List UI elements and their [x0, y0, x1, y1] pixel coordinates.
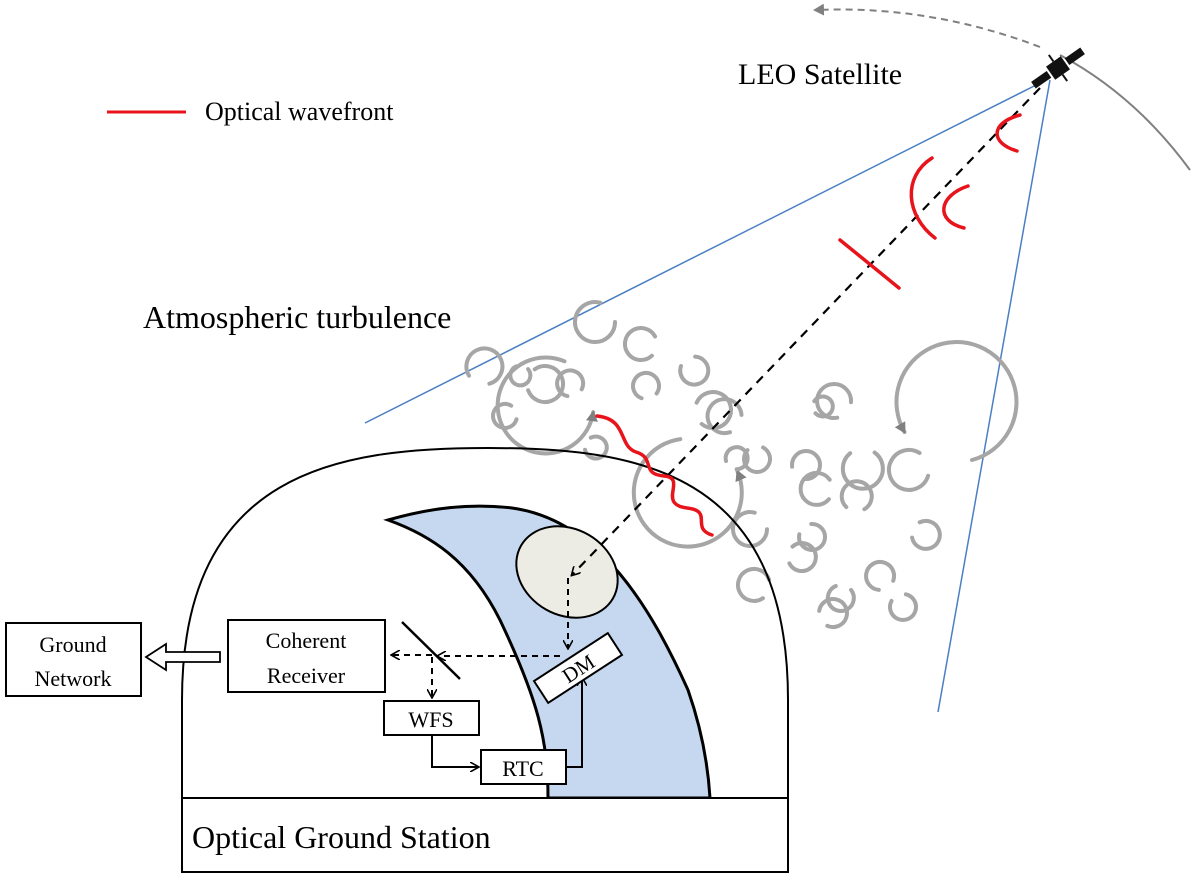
- turbulence-eddy: [910, 518, 942, 551]
- wavefront-curved-1: [995, 113, 1022, 153]
- satellite-label: LEO Satellite: [738, 58, 902, 91]
- wavefront-curved-3: [909, 156, 937, 240]
- coherent-receiver-label-line2: Receiver: [267, 663, 346, 688]
- turbulence-eddy: [894, 340, 1019, 462]
- optical-wavefronts: [595, 113, 1022, 537]
- satellite-icon: [1031, 47, 1085, 89]
- ground-network-box: [5, 622, 142, 697]
- ground-network-label-line2: Network: [35, 666, 112, 691]
- observatory-dome: [181, 446, 789, 798]
- turbulence-eddy: [787, 541, 818, 574]
- turbulence-eddy: [839, 479, 874, 512]
- ground-station-label: Optical Ground Station: [192, 819, 491, 855]
- coherent-receiver-label-line1: Coherent: [266, 628, 347, 653]
- turbulence-eddy: [464, 346, 505, 386]
- turbulence-eddy: [742, 445, 772, 474]
- turbulence-eddy: [817, 597, 850, 630]
- turbulence-eddy: [678, 354, 711, 387]
- turbulence-eddy: [731, 510, 769, 549]
- satellite-motion-arrow: [813, 3, 1041, 48]
- turbulence-eddy: [798, 470, 832, 507]
- data-output-arrow: [144, 642, 221, 672]
- coherent-receiver-box: [227, 619, 386, 693]
- turbulence-eddy: [815, 382, 854, 420]
- turbulence-eddy: [583, 434, 609, 461]
- wavefront-flat: [838, 238, 901, 290]
- turbulence-eddy: [490, 401, 519, 430]
- incoming-beam-path: [572, 87, 1041, 575]
- turbulence-eddy: [864, 559, 897, 592]
- turbulence-eddy: [622, 326, 658, 362]
- turbulence-eddy: [631, 371, 661, 401]
- turbulence-eddy: [888, 592, 918, 622]
- turbulence-label: Atmospheric turbulence: [143, 299, 451, 335]
- turbulence-eddy: [723, 445, 750, 472]
- wavefront-distorted: [595, 414, 714, 537]
- wfs-label: WFS: [408, 707, 453, 732]
- telescope-tube: [383, 504, 712, 800]
- turbulence-eddy: [840, 450, 885, 491]
- dm-box: [532, 631, 624, 705]
- legend-wavefront-label: Optical wavefront: [205, 97, 394, 126]
- turbulence-eddy: [526, 364, 565, 404]
- rtc-box: [480, 749, 567, 785]
- turbulence-eddy: [555, 368, 586, 399]
- turbulence-eddy: [825, 584, 856, 613]
- turbulence-eddy: [736, 566, 772, 603]
- rtc-to-dm-arrow: [566, 678, 582, 768]
- turbulence-eddy: [573, 300, 617, 344]
- wfs-to-rtc-arrow: [431, 735, 478, 767]
- turbulence-eddy: [887, 447, 931, 492]
- beam-edge-left: [364, 77, 1051, 424]
- satellite-orbit-arc: [1059, 54, 1191, 171]
- ground-station-base: [181, 797, 789, 873]
- beam-edge-right: [937, 79, 1051, 713]
- wfs-box: [383, 700, 480, 736]
- ground-network-label-line1: Ground: [39, 632, 106, 657]
- primary-mirror: [515, 525, 619, 619]
- wavefront-curved-2: [942, 184, 970, 230]
- turbulence-eddy: [790, 449, 822, 481]
- rtc-label: RTC: [502, 756, 543, 781]
- beam-splitter: [401, 621, 461, 680]
